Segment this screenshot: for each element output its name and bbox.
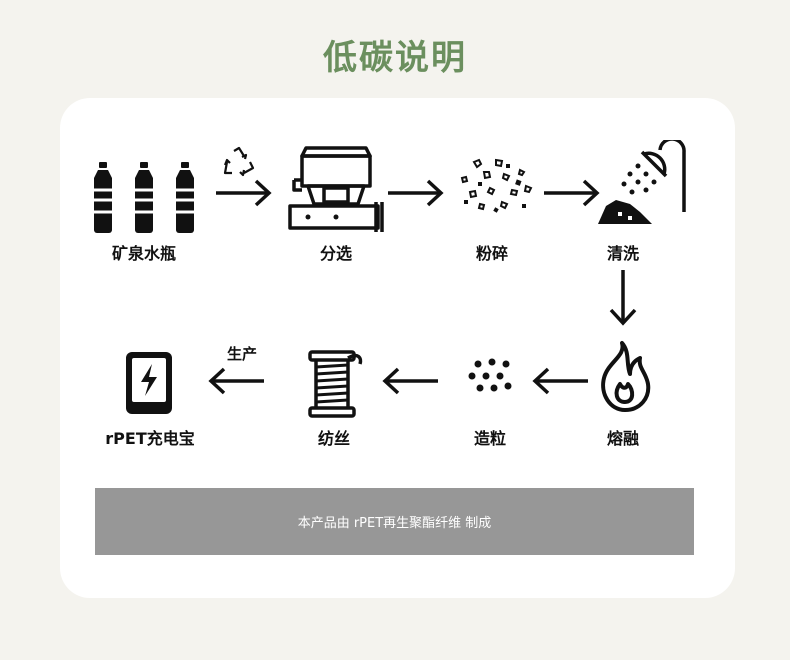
step-label-washing: 清洗 [606,244,639,263]
arrow-right-icon [544,179,600,207]
bottles-icon [94,162,196,233]
material-banner: 本产品由 rPET再生聚酯纤维 制成 [95,488,694,555]
sorting-machine-icon [288,146,384,232]
thread-spool-icon [308,350,363,418]
arrow-left-icon [208,367,264,395]
flame-icon [601,341,651,412]
arrow-left-icon [532,367,588,395]
shower-wash-icon [598,140,686,224]
step-label-spinning: 纺丝 [317,429,350,448]
pellets-icon [468,358,512,392]
arrow-down-icon [609,270,637,326]
page-title: 低碳说明 [323,38,467,78]
arrow-right-icon [216,179,272,207]
step-label-melting: 熔融 [606,429,639,448]
step-label-power-bank: rPET充电宝 [105,429,195,448]
arrow-right-icon [388,179,444,207]
crushed-flakes-icon [460,158,533,213]
step-label-bottles: 矿泉水瓶 [111,244,176,263]
arrow-left-icon [382,367,438,395]
step-label-pelletizing: 造粒 [473,429,506,448]
step-label-sorting: 分选 [319,244,352,263]
recycle-icon [223,146,255,177]
production-label: 生产 [226,345,257,363]
power-bank-icon [126,352,172,414]
step-label-crushing: 粉碎 [475,244,508,263]
